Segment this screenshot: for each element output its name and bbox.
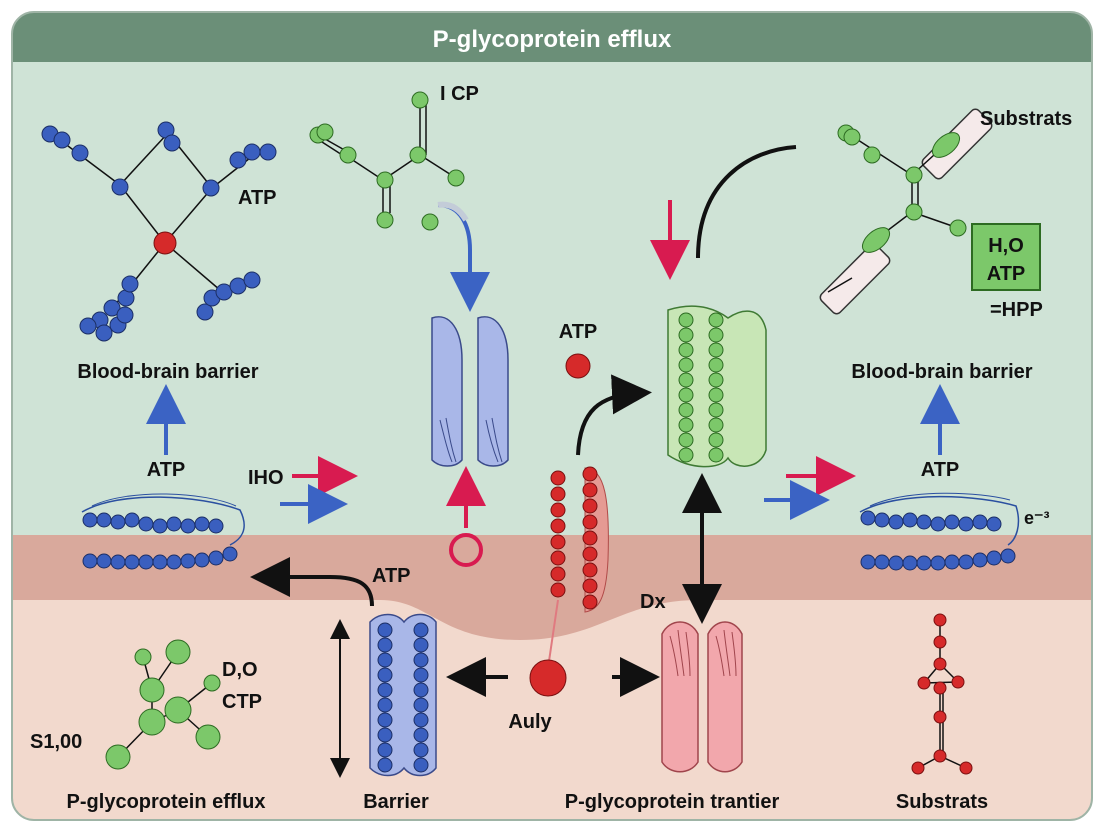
- label-dx: Dx: [640, 591, 666, 613]
- label-bbb-right: Blood-brain barrier: [851, 361, 1032, 383]
- green-atoms-top-center: [309, 91, 465, 231]
- bottom-label-1: P-glycoprotein efflux: [67, 791, 266, 813]
- protein-blue-lower: [369, 613, 437, 777]
- bottom-label-4: Substrats: [896, 791, 988, 813]
- blue-atoms-top-left: [41, 121, 277, 342]
- bottom-label-2: Barrier: [363, 791, 429, 813]
- red-chain-atoms: [550, 466, 598, 610]
- green-molecule-top-right: [819, 108, 993, 315]
- auly-red-ball: [529, 659, 567, 697]
- label-do: D,O: [222, 659, 258, 681]
- red-center-atom: [153, 231, 177, 255]
- cytoplasm-region: [12, 600, 1092, 820]
- green-protein-atoms: [678, 312, 724, 463]
- red-molecule-bottom-right: [911, 613, 973, 775]
- diagram-title: P-glycoprotein efflux: [433, 26, 672, 53]
- protein-blue-upper: [431, 316, 509, 467]
- label-iho: IHO: [248, 467, 284, 489]
- label-atp-lower: ATP: [372, 565, 411, 587]
- membrane-chain-left: [81, 493, 245, 570]
- protein-pink: [661, 621, 743, 773]
- legend-box: H,O ATP: [971, 223, 1041, 291]
- label-box-h2o: H,O: [988, 235, 1024, 257]
- curve-black-top: [696, 145, 797, 259]
- label-hpp: =HPP: [990, 299, 1043, 321]
- label-atp-left: ATP: [147, 459, 186, 481]
- title-bar: [12, 12, 1092, 62]
- bottom-label-3: P-glycoprotein trantier: [565, 791, 780, 813]
- frame-border: [11, 11, 1093, 821]
- tether-line: [547, 599, 559, 669]
- green-molecule-bottom-left: [105, 639, 221, 770]
- label-substrats-top: Substrats: [980, 108, 1072, 130]
- arrow-atp-left: [250, 557, 374, 607]
- membrane-chain-right: [859, 492, 1020, 571]
- arrow-curve-to-green: [576, 374, 652, 456]
- label-box-atp: ATP: [987, 263, 1026, 285]
- label-atp-mid: ATP: [559, 321, 598, 343]
- label-auly: Auly: [508, 711, 552, 733]
- label-atp-top-left: ATP: [238, 187, 277, 209]
- red-ring: [449, 533, 483, 567]
- label-atp-right: ATP: [921, 459, 960, 481]
- atp-red-ball: [565, 353, 591, 379]
- arrow-fade-tail: [437, 201, 469, 222]
- label-e: e⁻³: [1024, 508, 1050, 528]
- label-ctp: CTP: [222, 691, 262, 713]
- label-s100: S1,00: [30, 731, 82, 753]
- label-bbb-left: Blood-brain barrier: [77, 361, 258, 383]
- label-icp: I CP: [440, 83, 479, 105]
